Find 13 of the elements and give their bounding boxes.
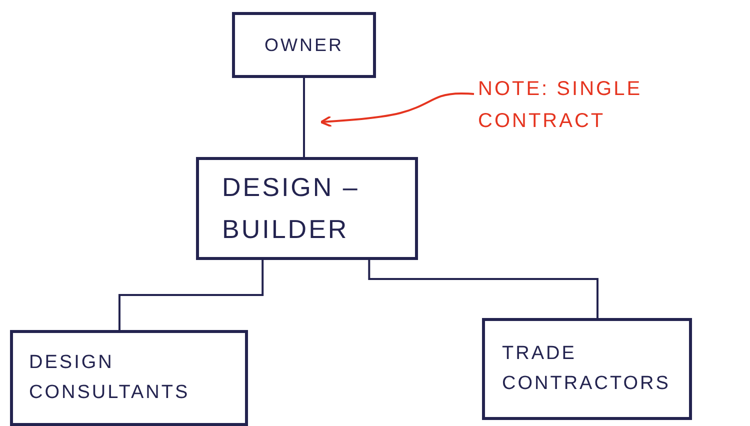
box-label: DESIGN CONSULTANTS (29, 350, 191, 405)
entity-box (232, 12, 376, 78)
entity-box (196, 157, 418, 260)
connector-line (303, 78, 305, 157)
entity-box (482, 318, 692, 420)
leader-line (320, 92, 474, 128)
box-label: OWNER (264, 34, 344, 57)
entity-box (10, 330, 248, 426)
connector-line (368, 260, 598, 318)
box-label: DESIGN – BUILDER (222, 170, 360, 246)
connector-line (118, 260, 264, 330)
note-text: NOTE: SINGLE CONTRACT (478, 77, 644, 134)
box-label: TRADE CONTRACTORS (502, 342, 672, 396)
